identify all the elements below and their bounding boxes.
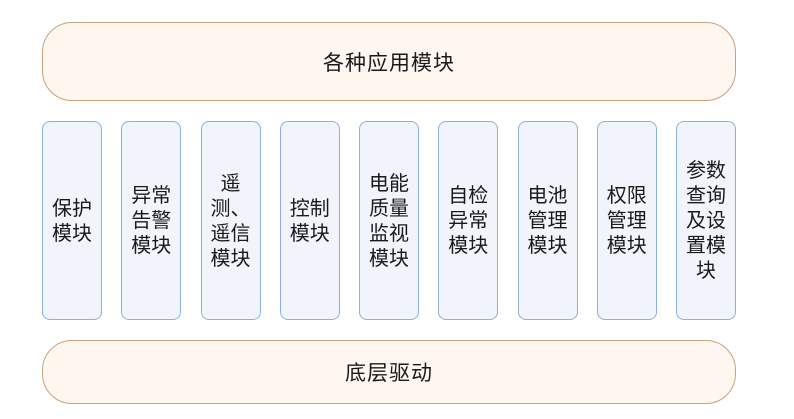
driver-layer-label: 底层驱动	[345, 361, 433, 385]
application-modules-bar: 各种应用模块	[42, 22, 736, 101]
module-battery: 电池管理模块	[517, 121, 578, 320]
module-label: 保护模块	[52, 195, 92, 245]
module-label: 异常告警模块	[131, 183, 172, 257]
module-row: 保护模块 异常告警模块 遥测、遥信模块 控制模块 电能质量监视模块 自检异常模块…	[42, 121, 736, 320]
module-parameter: 参数查询及设置模块	[676, 121, 736, 320]
module-label: 自检异常模块	[448, 183, 489, 257]
module-control: 控制模块	[279, 121, 340, 320]
application-modules-label: 各种应用模块	[323, 50, 455, 75]
module-telemetry: 遥测、遥信模块	[200, 121, 261, 320]
module-label: 电能质量监视模块	[369, 170, 409, 270]
module-power-quality: 电能质量监视模块	[359, 121, 419, 320]
module-alarm: 异常告警模块	[121, 121, 182, 320]
module-label: 控制模块	[289, 195, 330, 245]
module-self-check: 自检异常模块	[438, 121, 499, 320]
module-label: 权限管理模块	[606, 183, 647, 257]
module-label: 遥测、遥信模块	[210, 170, 251, 270]
module-protection: 保护模块	[42, 121, 102, 320]
module-label: 电池管理模块	[527, 183, 568, 257]
module-label: 参数查询及设置模块	[686, 158, 726, 282]
module-permission: 权限管理模块	[596, 121, 657, 320]
driver-layer-bar: 底层驱动	[42, 340, 736, 404]
